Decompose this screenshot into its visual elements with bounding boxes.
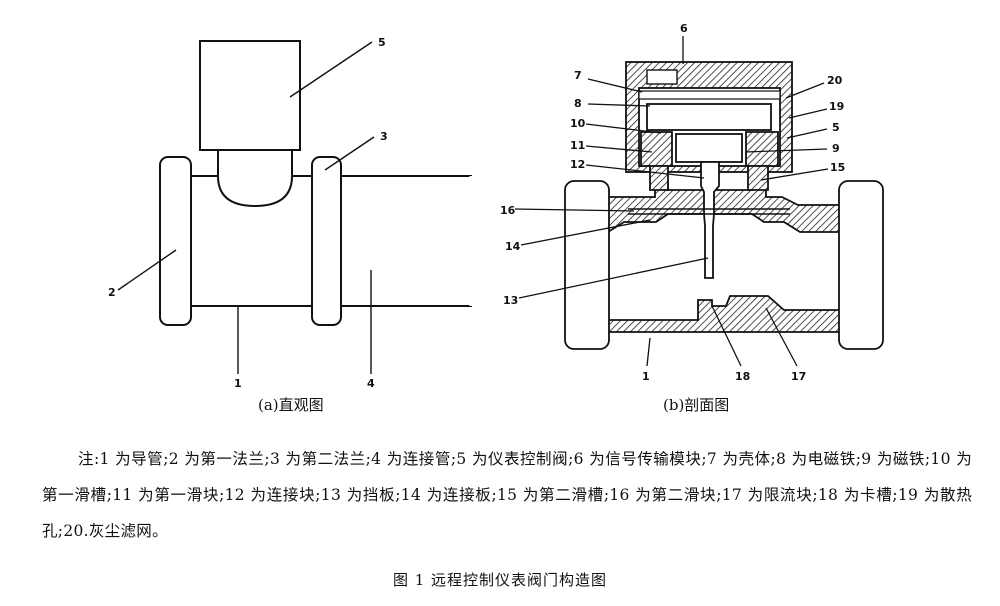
label-b-16: 16 xyxy=(500,204,516,217)
label-b-7: 7 xyxy=(574,69,582,82)
label-a-4: 4 xyxy=(367,377,375,390)
second-flange xyxy=(311,156,342,326)
connecting-block-baffle xyxy=(700,161,720,279)
label-a-2: 2 xyxy=(108,286,116,299)
label-b-9: 9 xyxy=(832,142,840,155)
magnet xyxy=(675,133,743,163)
label-b-14: 14 xyxy=(505,240,521,253)
instrument-control-valve xyxy=(199,40,301,151)
label-a-3: 3 xyxy=(380,130,388,143)
label-b-6: 6 xyxy=(680,22,688,35)
dust-filter-net xyxy=(638,90,781,100)
label-b-13: 13 xyxy=(503,294,518,307)
label-b-5: 5 xyxy=(832,121,840,134)
label-a-1: 1 xyxy=(234,377,242,390)
figure-title: 图 1 远程控制仪表阀门构造图 xyxy=(392,571,608,589)
label-a-5: 5 xyxy=(378,36,386,49)
electromagnet xyxy=(646,103,772,131)
view-a-external xyxy=(159,40,473,326)
label-b-1: 1 xyxy=(642,370,650,383)
section-right-flange xyxy=(838,180,884,350)
label-b-18: 18 xyxy=(735,370,750,383)
label-b-15: 15 xyxy=(830,161,845,174)
pipe-bottom-wall xyxy=(607,295,850,333)
first-slide-blocks xyxy=(640,131,779,167)
view-a-leaders xyxy=(117,41,375,374)
first-flange xyxy=(159,156,192,326)
label-b-20: 20 xyxy=(827,74,843,87)
caption-view-b: (b)剖面图 xyxy=(663,396,730,414)
view-b-section xyxy=(564,61,884,350)
label-b-17: 17 xyxy=(791,370,806,383)
view-a-part-numbers: 5 3 2 1 4 xyxy=(108,36,388,390)
label-b-11: 11 xyxy=(570,139,585,152)
legend-note: 注:1 为导管;2 为第一法兰;3 为第二法兰;4 为连接管;5 为仪表控制阀;… xyxy=(42,450,972,540)
view-b-part-numbers: 6 7 8 10 11 12 16 14 13 1 18 17 20 19 5 … xyxy=(500,22,845,383)
second-slide-channel xyxy=(649,165,769,191)
pipe-body-section xyxy=(607,182,850,234)
label-b-8: 8 xyxy=(574,97,582,110)
label-b-10: 10 xyxy=(570,117,586,130)
signal-transmission-module xyxy=(646,69,678,85)
label-b-19: 19 xyxy=(829,100,844,113)
section-left-flange xyxy=(564,180,610,350)
caption-view-a: (a)直观图 xyxy=(258,396,324,414)
label-b-12: 12 xyxy=(570,158,585,171)
view-b-leaders xyxy=(514,36,829,367)
valve-structure-diagram: 5 3 2 1 4 xyxy=(108,22,884,390)
valve-neck xyxy=(217,149,293,208)
